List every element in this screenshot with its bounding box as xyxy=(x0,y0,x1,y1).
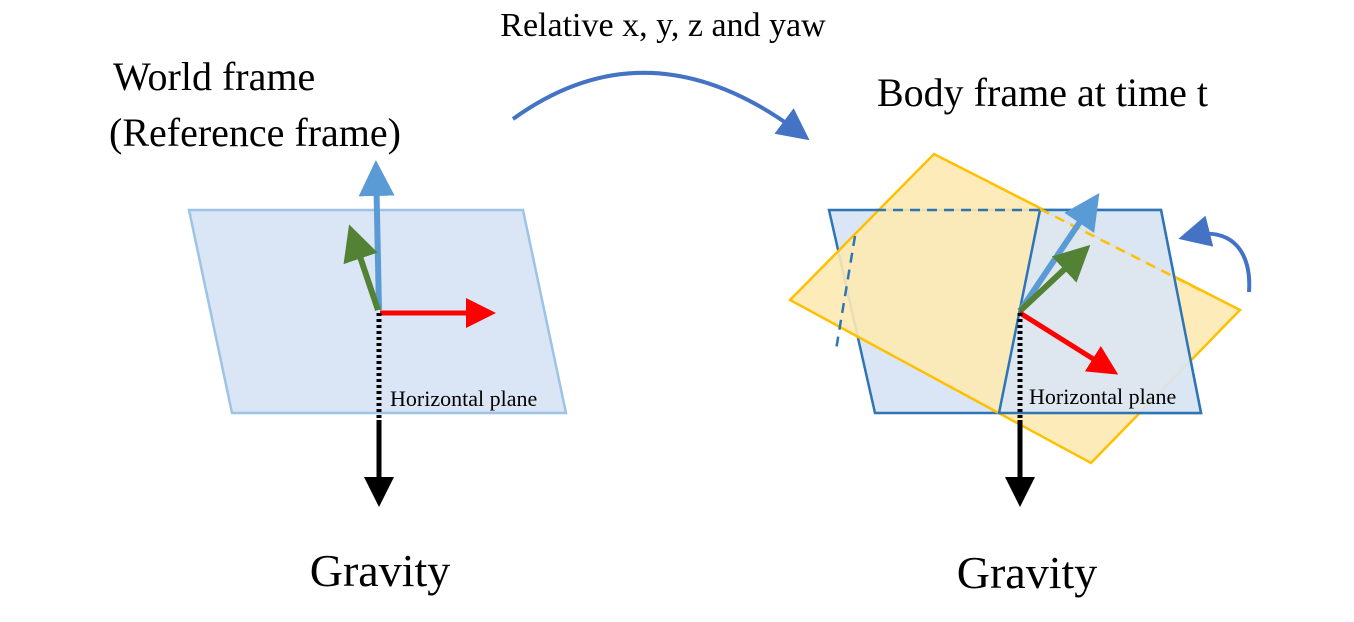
body-hidden-edge-yellow xyxy=(1039,207,1209,296)
body-horizontal-plane-front xyxy=(997,208,1203,415)
world-frame-subtitle: (Reference frame) xyxy=(109,110,401,155)
body-gravity-label: Gravity xyxy=(957,547,1098,598)
body-horizontal-plane-label: Horizontal plane xyxy=(1029,384,1176,409)
transform-curved-arrow xyxy=(511,70,810,141)
body-y-axis xyxy=(1017,244,1091,314)
body-x-axis xyxy=(1018,310,1119,375)
world-gravity-label: Gravity xyxy=(310,545,451,596)
body-yaw-curved-arrow xyxy=(1178,215,1252,293)
world-frame-title: World frame xyxy=(113,54,315,99)
world-y-axis xyxy=(343,224,381,311)
world-horizontal-plane-label: Horizontal plane xyxy=(390,386,537,411)
world-horizontal-plane xyxy=(187,208,568,415)
body-frame-title: Body frame at time t xyxy=(877,70,1208,115)
body-hidden-edge-left xyxy=(834,235,857,351)
transform-label: Relative x, y, z and yaw xyxy=(500,7,826,44)
world-z-axis xyxy=(358,160,395,311)
